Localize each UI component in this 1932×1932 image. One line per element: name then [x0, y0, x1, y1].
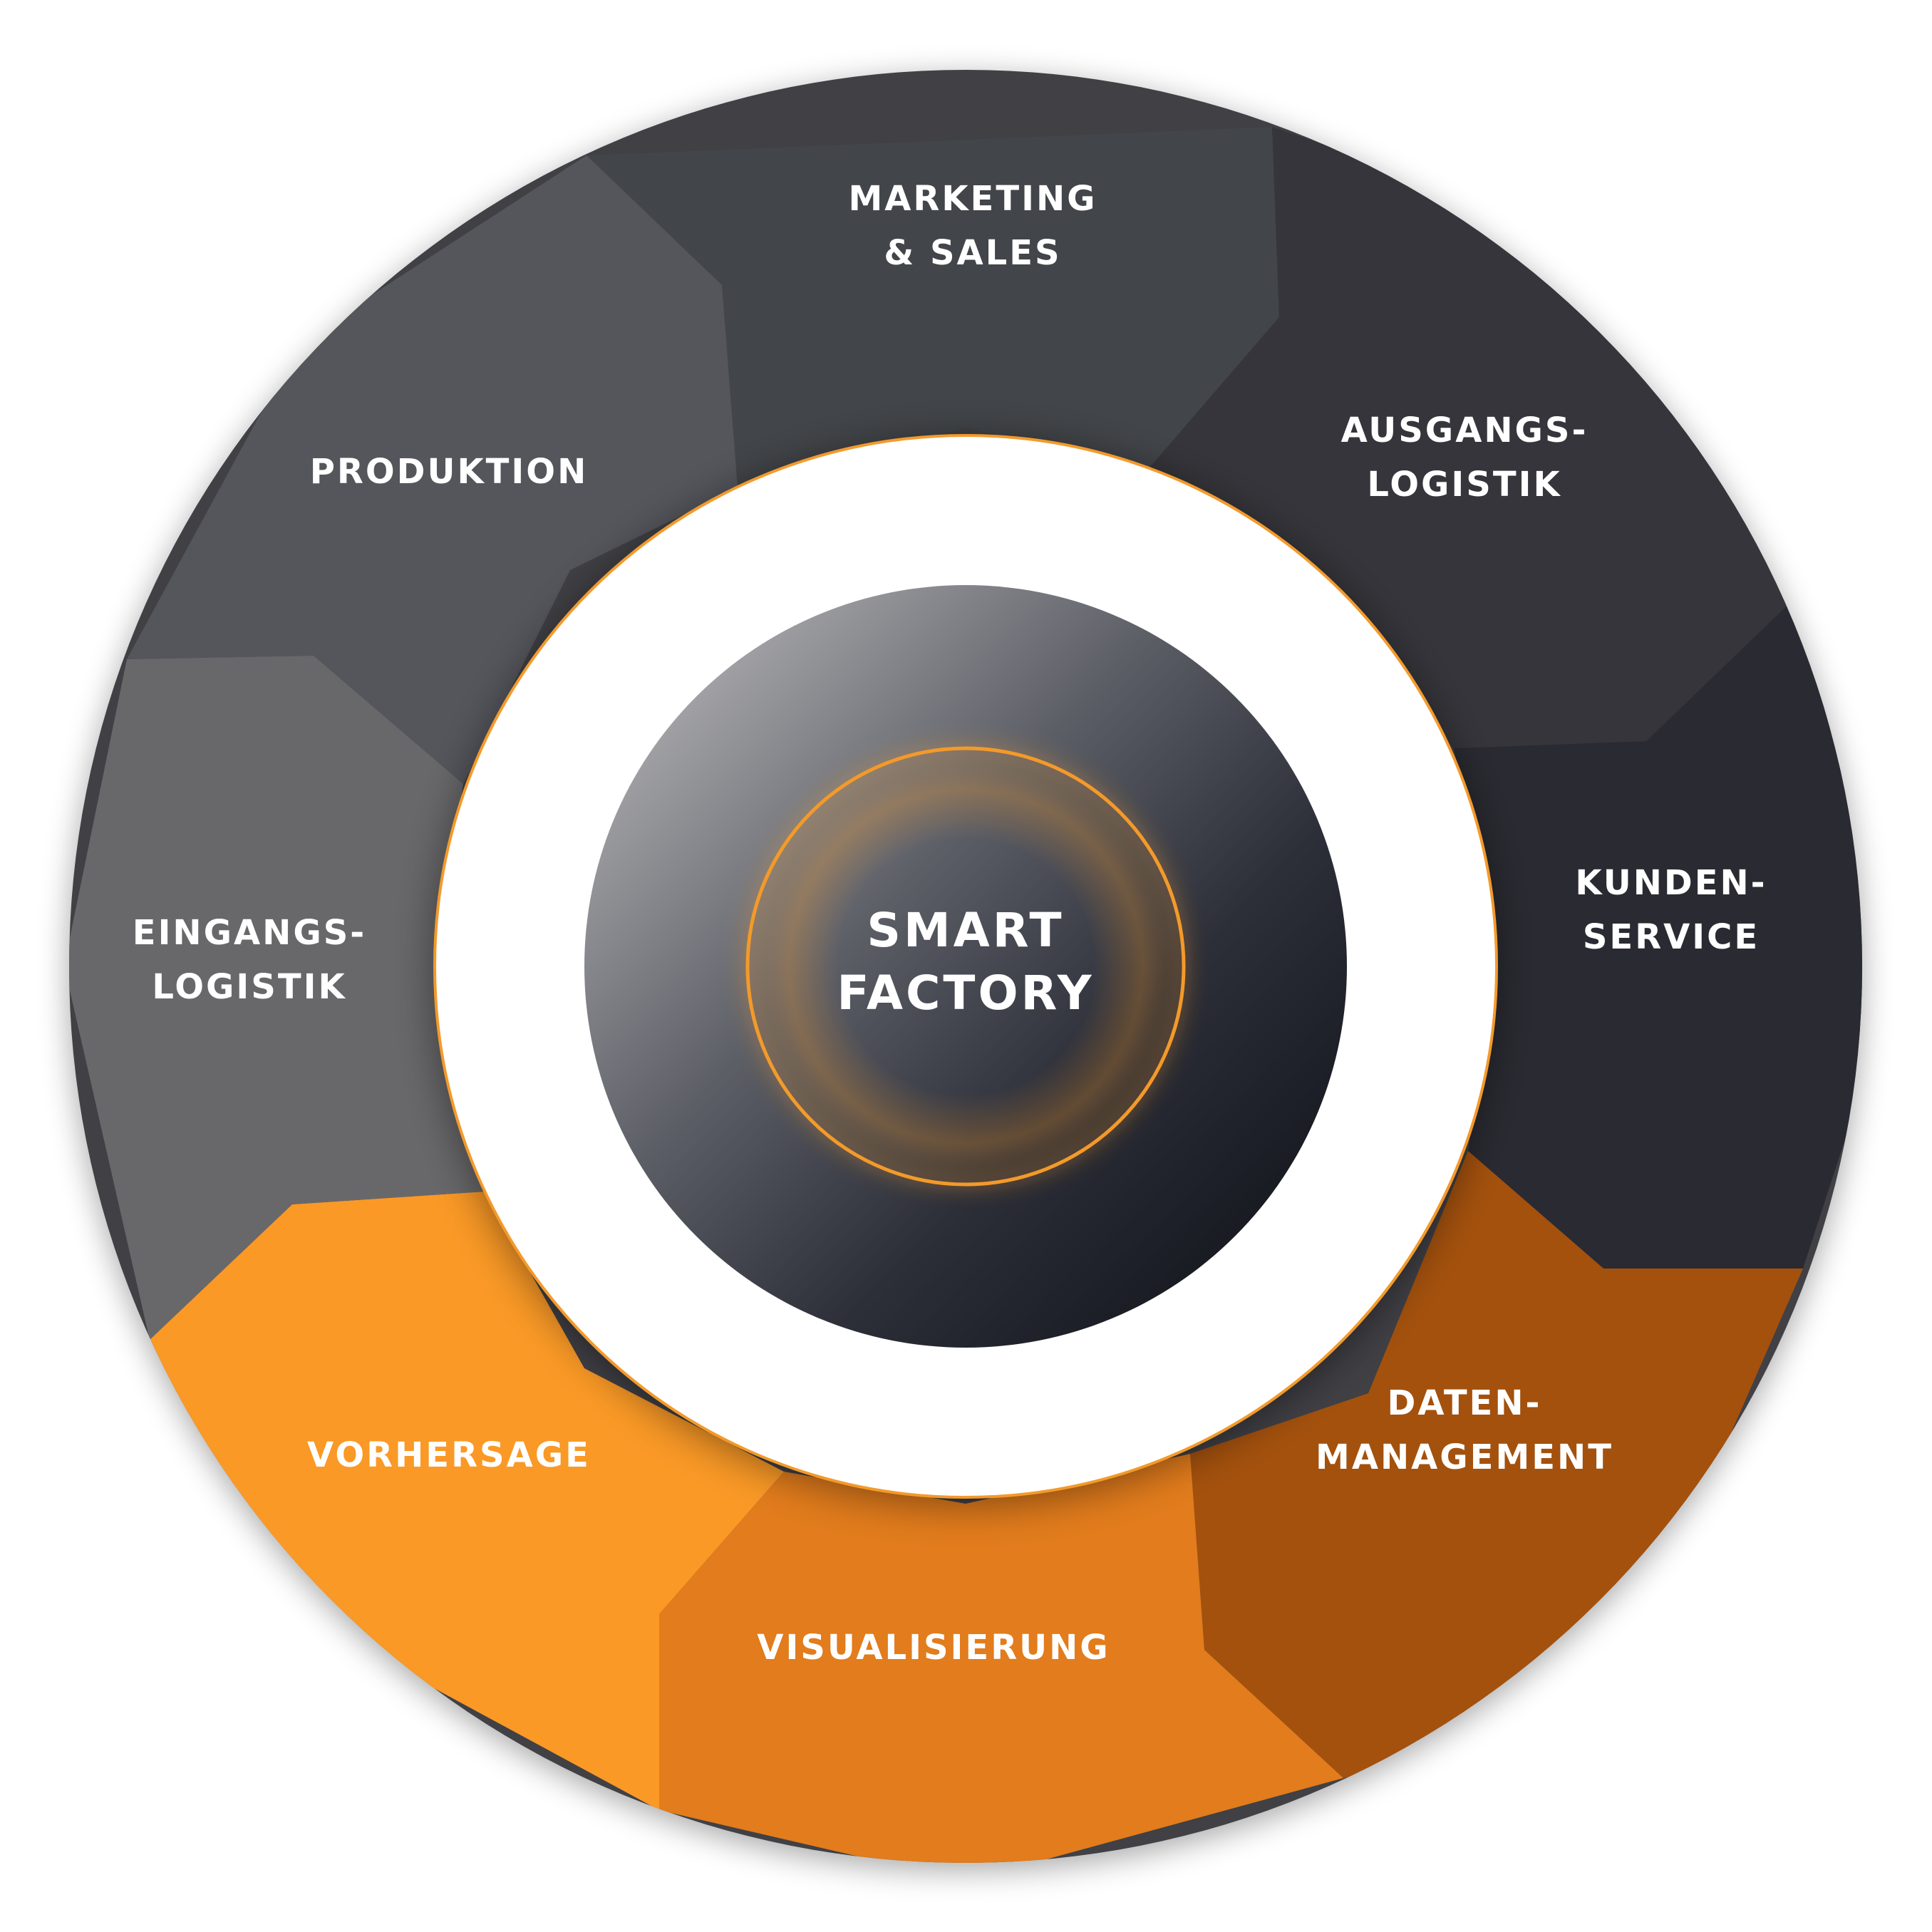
segment-label-visualisierung-line1: VISUALISIERUNG — [757, 1628, 1110, 1668]
segment-produktion — [127, 155, 738, 784]
segment-marketing — [587, 127, 1279, 488]
segment-label-ausgangslogistik-line1: AUSGANGS- — [1341, 410, 1589, 450]
segment-label-datenmanagement-line2: MANAGEMENT — [1316, 1437, 1613, 1477]
segment-label-eingangslogistik-line1: EINGANGS- — [133, 913, 366, 953]
segment-label-eingangslogistik-line2: LOGISTIK — [152, 967, 346, 1007]
center-title-line2: FACTORY — [837, 966, 1094, 1021]
segment-label-kundenservice-line1: KUNDEN- — [1575, 863, 1767, 903]
core-glow — [681, 681, 1251, 1251]
segment-label-vorhersage-line1: VORHERSAGE — [307, 1435, 591, 1475]
segment-label-marketing-line2: & SALES — [884, 233, 1061, 273]
inner-ring-outline — [433, 434, 1498, 1499]
segment-visualisierung — [659, 1454, 1343, 1863]
segment-vorhersage — [150, 1192, 784, 1810]
segment-label-ausgangslogistik-line2: LOGISTIK — [1367, 465, 1561, 505]
segment-label-marketing-line1: MARKETING — [848, 179, 1097, 219]
segment-label-datenmanagement-line1: DATEN- — [1388, 1383, 1542, 1423]
segment-label-kundenservice-line2: SERVICE — [1583, 917, 1760, 957]
segment-eingangslogistik — [69, 656, 485, 1340]
segment-label-produktion-line1: PRODUKTION — [310, 452, 589, 492]
center-title-line1: SMART — [867, 903, 1064, 958]
core-orange-ring — [745, 746, 1186, 1187]
segment-datenmanagement — [1190, 1151, 1803, 1778]
segment-kundenservice — [1454, 597, 1862, 1269]
